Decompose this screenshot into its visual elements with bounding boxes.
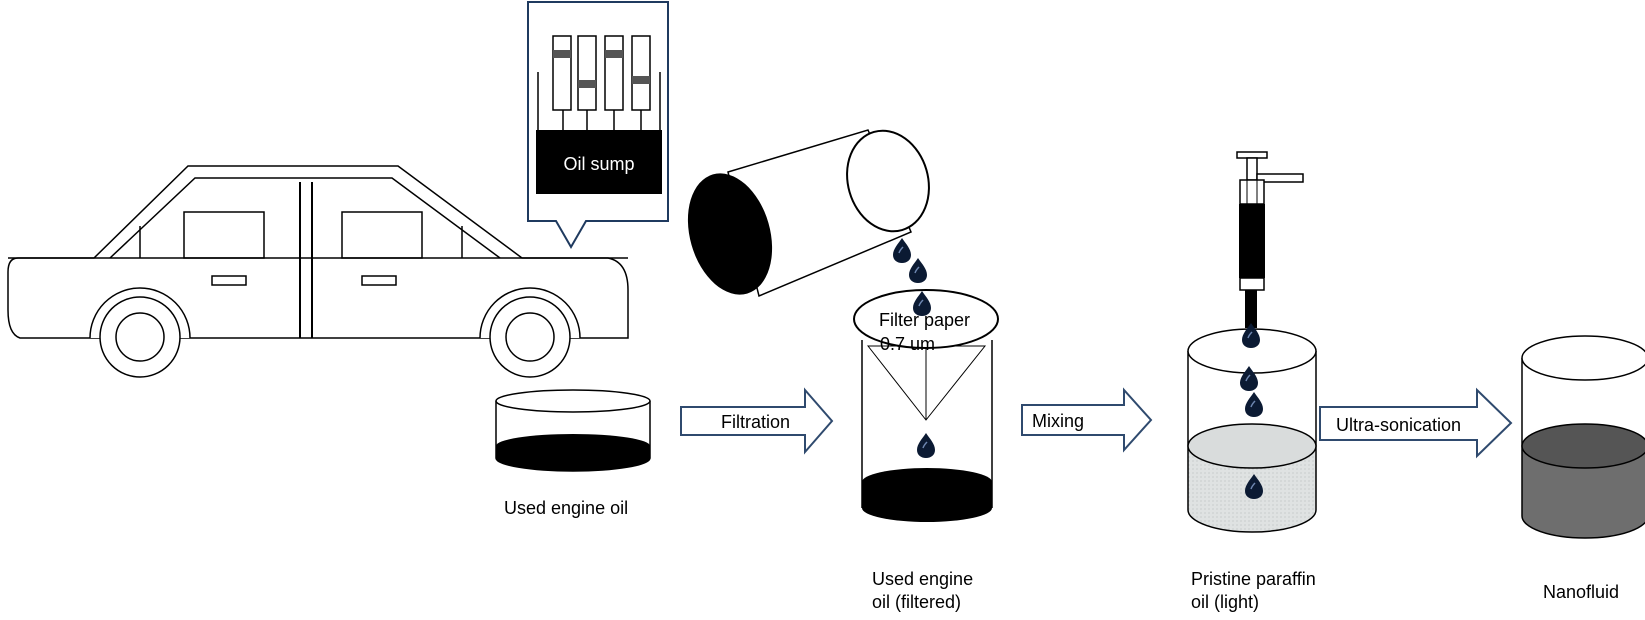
paraffin-label-line2: oil (light) bbox=[1191, 592, 1259, 612]
filtered-oil-label-line1: Used engine bbox=[872, 569, 973, 589]
car-illustration bbox=[7, 165, 629, 378]
ultrasonication-arrow: Ultra-sonication bbox=[1319, 387, 1513, 459]
used-oil-label: Used engine oil bbox=[504, 498, 628, 518]
oil-sump-callout: Oil sump bbox=[527, 1, 669, 250]
mixing-label: Mixing bbox=[1032, 411, 1084, 431]
filter-paper-label: Filter paper bbox=[879, 310, 970, 330]
nanofluid-beaker bbox=[1521, 335, 1645, 539]
oil-drop bbox=[1241, 322, 1261, 349]
pouring-can bbox=[687, 129, 930, 298]
filtration-label: Filtration bbox=[721, 412, 790, 432]
nanofluid-label: Nanofluid bbox=[1543, 582, 1619, 602]
ultrasonication-label: Ultra-sonication bbox=[1336, 415, 1461, 435]
oil-drop bbox=[1244, 391, 1264, 418]
filter-pore-size-label: 0.7 um bbox=[880, 334, 935, 354]
oil-drop bbox=[916, 432, 936, 459]
paraffin-label-line1: Pristine paraffin bbox=[1191, 569, 1316, 589]
filter-beaker bbox=[853, 289, 999, 522]
used-oil-dish bbox=[495, 389, 651, 472]
mixing-arrow: Mixing bbox=[1021, 387, 1153, 453]
filtration-arrow: Filtration bbox=[680, 387, 834, 455]
oil-sump-label: Oil sump bbox=[563, 154, 634, 174]
oil-drop bbox=[908, 257, 928, 284]
oil-drop bbox=[892, 237, 912, 264]
filtered-oil-label-line2: oil (filtered) bbox=[872, 592, 961, 612]
pipette bbox=[1236, 151, 1304, 328]
paraffin-beaker bbox=[1187, 328, 1317, 533]
